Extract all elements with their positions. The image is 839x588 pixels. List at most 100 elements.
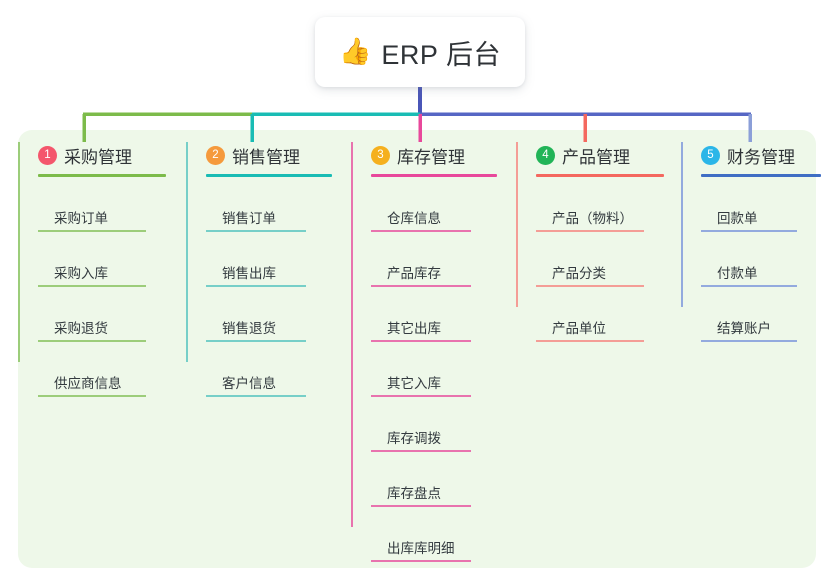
item-node[interactable]: 回款单 [701, 177, 821, 232]
column-items: 仓库信息产品库存其它出库其它入库库存调拨库存盘点出库库明细 [351, 142, 497, 562]
column-header-rule [536, 174, 664, 177]
item-node[interactable]: 其它出库 [371, 287, 497, 342]
column-title: 销售管理 [232, 147, 300, 167]
column-header-rule [701, 174, 821, 177]
column-header-rule [371, 174, 497, 177]
column-header-rule [206, 174, 332, 177]
column-items: 销售订单销售出库销售退货客户信息 [186, 142, 332, 397]
item-label: 其它入库 [387, 376, 441, 391]
item-label: 其它出库 [387, 321, 441, 336]
item-node[interactable]: 客户信息 [206, 342, 332, 397]
content-panel [18, 130, 816, 568]
column-3: 3 库存管理仓库信息产品库存其它出库其它入库库存调拨库存盘点出库库明细 [351, 142, 497, 562]
item-label: 采购入库 [54, 266, 108, 281]
column-items: 采购订单采购入库采购退货供应商信息 [18, 142, 166, 397]
column-header-5[interactable]: 5 财务管理 [681, 142, 821, 168]
column-header-2[interactable]: 2 销售管理 [186, 142, 332, 168]
column-spine [186, 142, 188, 362]
item-label: 产品分类 [552, 266, 606, 281]
item-underline [701, 340, 797, 342]
item-underline [206, 285, 306, 287]
item-label: 销售出库 [222, 266, 276, 281]
item-label: 产品单位 [552, 321, 606, 336]
column-1: 1 采购管理采购订单采购入库采购退货供应商信息 [18, 142, 166, 397]
item-node[interactable]: 采购退货 [38, 287, 166, 342]
column-items: 回款单付款单结算账户 [681, 142, 821, 342]
item-underline [701, 285, 797, 287]
item-label: 产品（物料） [552, 211, 633, 226]
item-node[interactable]: 产品（物料） [536, 177, 664, 232]
item-label: 出库库明细 [387, 541, 455, 556]
column-title: 财务管理 [727, 147, 795, 167]
item-node[interactable]: 采购订单 [38, 177, 166, 232]
item-label: 销售退货 [222, 321, 276, 336]
item-node[interactable]: 仓库信息 [371, 177, 497, 232]
column-spine [681, 142, 683, 307]
item-underline [371, 395, 471, 397]
column-number-badge: 4 [536, 145, 555, 165]
item-node[interactable]: 采购入库 [38, 232, 166, 287]
item-label: 库存调拨 [387, 431, 441, 446]
item-underline [701, 230, 797, 232]
item-underline [371, 340, 471, 342]
column-number-badge: 1 [38, 145, 57, 165]
thumbs-up-icon: 👍 [339, 37, 372, 67]
item-underline [38, 230, 146, 232]
column-number-badge: 3 [371, 145, 390, 165]
column-title: 产品管理 [562, 147, 630, 167]
item-label: 销售订单 [222, 211, 276, 226]
item-node[interactable]: 结算账户 [701, 287, 821, 342]
item-node[interactable]: 销售订单 [206, 177, 332, 232]
item-underline [536, 230, 644, 232]
column-title: 采购管理 [64, 147, 132, 167]
item-label: 客户信息 [222, 376, 276, 391]
item-underline [206, 340, 306, 342]
item-underline [371, 230, 471, 232]
item-label: 仓库信息 [387, 211, 441, 226]
root-node-title: ERP 后台 [381, 39, 501, 70]
root-node-content: 👍 ERP 后台 [339, 33, 501, 72]
item-label: 库存盘点 [387, 486, 441, 501]
item-label: 回款单 [717, 211, 758, 226]
column-header-3[interactable]: 3 库存管理 [351, 142, 497, 168]
column-2: 2 销售管理销售订单销售出库销售退货客户信息 [186, 142, 332, 397]
item-underline [536, 285, 644, 287]
column-spine [516, 142, 518, 307]
item-label: 供应商信息 [54, 376, 122, 391]
item-label: 产品库存 [387, 266, 441, 281]
item-underline [371, 450, 471, 452]
column-spine [18, 142, 20, 362]
item-underline [371, 285, 471, 287]
item-node[interactable]: 产品库存 [371, 232, 497, 287]
item-node[interactable]: 销售退货 [206, 287, 332, 342]
item-label: 采购退货 [54, 321, 108, 336]
item-node[interactable]: 销售出库 [206, 232, 332, 287]
item-label: 结算账户 [717, 321, 771, 336]
item-node[interactable]: 产品单位 [536, 287, 664, 342]
item-label: 采购订单 [54, 211, 108, 226]
item-label: 付款单 [717, 266, 758, 281]
item-underline [38, 285, 146, 287]
item-node[interactable]: 其它入库 [371, 342, 497, 397]
column-number-badge: 2 [206, 145, 225, 165]
column-header-rule [38, 174, 166, 177]
item-node[interactable]: 库存调拨 [371, 397, 497, 452]
item-underline [371, 560, 471, 562]
item-node[interactable]: 付款单 [701, 232, 821, 287]
column-spine [351, 142, 353, 527]
root-node[interactable]: 👍 ERP 后台 [315, 17, 525, 87]
item-underline [38, 340, 146, 342]
item-node[interactable]: 库存盘点 [371, 452, 497, 507]
item-node[interactable]: 出库库明细 [371, 507, 497, 562]
column-header-1[interactable]: 1 采购管理 [18, 142, 166, 168]
column-title: 库存管理 [397, 147, 465, 167]
item-node[interactable]: 供应商信息 [38, 342, 166, 397]
item-node[interactable]: 产品分类 [536, 232, 664, 287]
column-4: 4 产品管理产品（物料） 产品分类产品单位 [516, 142, 664, 342]
column-5: 5 财务管理回款单付款单结算账户 [681, 142, 821, 342]
item-underline [38, 395, 146, 397]
column-number-badge: 5 [701, 145, 720, 165]
column-header-4[interactable]: 4 产品管理 [516, 142, 664, 168]
item-underline [206, 230, 306, 232]
